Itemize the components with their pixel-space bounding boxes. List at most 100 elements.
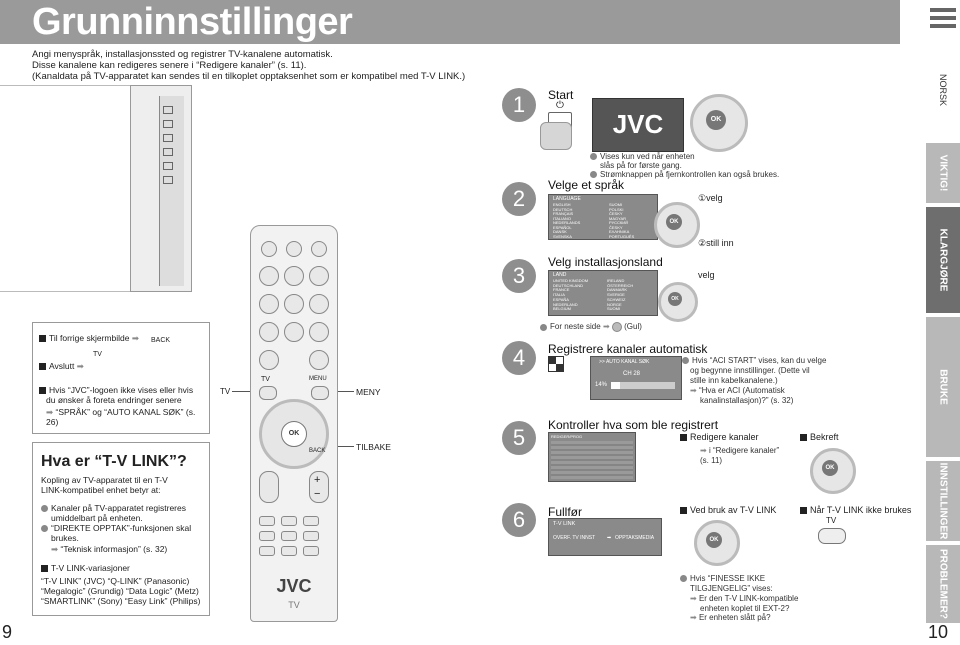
remote-button[interactable] <box>261 241 277 257</box>
language-option-2[interactable]: FRANÇAIS <box>553 211 574 216</box>
language-option-b-0[interactable]: SUOMI <box>609 202 623 207</box>
country-option-5[interactable]: NEDERLAND <box>553 301 578 307</box>
country-option-b-4[interactable]: SCHWEIZ <box>607 296 626 302</box>
language-option-b-1[interactable]: POLSKI <box>609 206 624 212</box>
remote-button[interactable] <box>309 322 329 342</box>
remote-button[interactable] <box>259 516 275 526</box>
language-option-6[interactable]: DANSK <box>553 229 567 234</box>
country-option-0[interactable]: UNITED KINGDOM <box>553 278 589 283</box>
country-option-b-0[interactable]: IRELAND <box>607 278 625 283</box>
tv-screen-edge <box>0 85 130 292</box>
remote-button[interactable] <box>309 266 329 286</box>
country-option-4[interactable]: ESPAÑA <box>553 296 569 302</box>
remote-button[interactable] <box>259 266 279 286</box>
edit-channels-page: (s. 11) <box>700 456 723 465</box>
menu-key[interactable] <box>311 386 329 400</box>
country-option-2[interactable]: FRANCE <box>553 287 570 293</box>
language-option-b-4[interactable]: РУССКИЙ <box>609 220 628 225</box>
remote-button[interactable] <box>281 546 297 556</box>
language-option-5[interactable]: ESPAÑOL <box>553 224 572 230</box>
checker-icon <box>548 356 564 372</box>
remote-volume-plus[interactable] <box>309 471 329 503</box>
remote-button[interactable] <box>286 241 302 257</box>
tab-problemer[interactable]: PROBLEMER? <box>926 545 960 623</box>
dpad-step-6[interactable] <box>694 520 740 566</box>
finesse-note-5: Er enheten slått på? <box>698 613 771 622</box>
remote-brand-logo: JVC <box>276 576 312 596</box>
remote-button[interactable] <box>303 516 319 526</box>
language-option-b-3[interactable]: MAGYAR <box>609 215 627 221</box>
language-option-4[interactable]: NEDERLANDS <box>553 220 581 225</box>
yellow-label: (Gul) <box>624 322 642 332</box>
back-callout-line <box>330 446 354 447</box>
tv-key[interactable] <box>259 386 277 400</box>
step-4-note-1b: og begynne innstillinger. (Dette vil <box>690 366 810 375</box>
hand-icon <box>540 122 572 150</box>
tv-key-label-step-6: TV <box>826 516 837 525</box>
tab-klargjore[interactable]: KLARGJØRE <box>926 207 960 313</box>
remote-ok-button[interactable]: OK <box>281 421 307 447</box>
country-option-b-6[interactable]: SUOMI <box>607 306 621 312</box>
language-option-1[interactable]: DEUTSCH <box>553 206 573 212</box>
step-4-note-1c: stille inn kabelkanalene.) <box>690 376 778 385</box>
reference-language: “SPRÅK” og “AUTO KANAL SØK” (s. 26) <box>46 407 196 427</box>
language-option-b-6[interactable]: EΛΛHNIKA <box>609 229 630 234</box>
country-option-1[interactable]: DEUTSCHLAND <box>553 282 584 288</box>
remote-button[interactable] <box>284 294 304 314</box>
finesse-note-2: TILGJENGELIG” vises: <box>690 584 773 593</box>
country-option-6[interactable]: BELGIUM <box>553 306 572 312</box>
country-option-b-3[interactable]: SVERIGE <box>607 292 625 298</box>
remote-button[interactable] <box>309 294 329 314</box>
tv-side-illustration <box>130 85 192 292</box>
remote-button[interactable] <box>284 266 304 286</box>
remote-button[interactable] <box>284 322 304 342</box>
tab-viktig[interactable]: VIKTIG! <box>926 143 960 203</box>
remote-button[interactable] <box>259 294 279 314</box>
language-option-7[interactable]: SVENSKA <box>553 233 572 239</box>
remote-button[interactable] <box>259 350 279 370</box>
remote-button[interactable] <box>281 531 297 541</box>
ok-button-step-5[interactable]: OK <box>822 460 838 476</box>
language-option-0[interactable]: ENGLISH <box>553 202 571 207</box>
without-tvlink-title: Når T-V LINK ikke brukes <box>810 505 912 515</box>
ok-button-step-1[interactable]: OK <box>706 110 726 130</box>
country-option-3[interactable]: ITALIA <box>553 292 565 298</box>
tv-key-button[interactable] <box>818 528 846 544</box>
tv-callout: TV <box>220 387 231 396</box>
tab-language[interactable]: NORSK <box>926 40 960 140</box>
back-callout: TILBAKE <box>356 442 391 452</box>
remote-button[interactable] <box>311 241 327 257</box>
country-option-b-2[interactable]: DANMARK <box>607 287 628 293</box>
remote-button[interactable] <box>259 531 275 541</box>
ok-button-step-3[interactable]: OK <box>668 292 682 306</box>
country-option-b-1[interactable]: ÖSTERREICH <box>607 282 634 288</box>
arrow-icon: ➡ <box>700 446 707 455</box>
language-option-b-5[interactable]: ČESKY <box>609 224 623 230</box>
channel-list-screen: REDIGER/PROG <box>548 432 636 482</box>
plus-icon: + <box>314 474 321 486</box>
remote-button[interactable] <box>303 546 319 556</box>
tvlink-bullet-1: Kanaler på TV-apparatet registreres <box>51 503 186 513</box>
edit-channels-reference: i “Redigere kanaler” <box>708 446 780 455</box>
remote-button[interactable] <box>259 322 279 342</box>
remote-button[interactable] <box>303 531 319 541</box>
ok-button-step-6[interactable]: OK <box>706 532 722 548</box>
progress-bar <box>611 382 675 389</box>
power-icon: ⏻ <box>556 100 564 111</box>
language-option-b-2[interactable]: ČESKY <box>609 211 623 216</box>
remote-button[interactable] <box>309 350 329 370</box>
arrow-icon: ➡ <box>690 613 697 622</box>
language-option-b-7[interactable]: PORTUGUÊS <box>609 233 635 239</box>
remote-button[interactable] <box>281 516 297 526</box>
tab-innstillinger[interactable]: INNSTILLINGER <box>926 461 960 541</box>
ok-button-step-2[interactable]: OK <box>666 214 682 230</box>
remote-button[interactable] <box>259 546 275 556</box>
tab-bruke[interactable]: BRUKE <box>926 317 960 457</box>
country-option-b-5[interactable]: NORGE <box>607 301 622 307</box>
remote-tv-key-label: TV <box>261 376 270 383</box>
menu-callout-line <box>332 391 354 392</box>
language-option-3[interactable]: ITALIANO <box>553 215 571 221</box>
auto-scan-label: >> AUTO KANAL SØK <box>599 359 650 365</box>
remote-volume-minus[interactable] <box>259 471 279 503</box>
step-1-note-2: Strømknappen på fjernkontrollen kan også… <box>600 170 780 179</box>
